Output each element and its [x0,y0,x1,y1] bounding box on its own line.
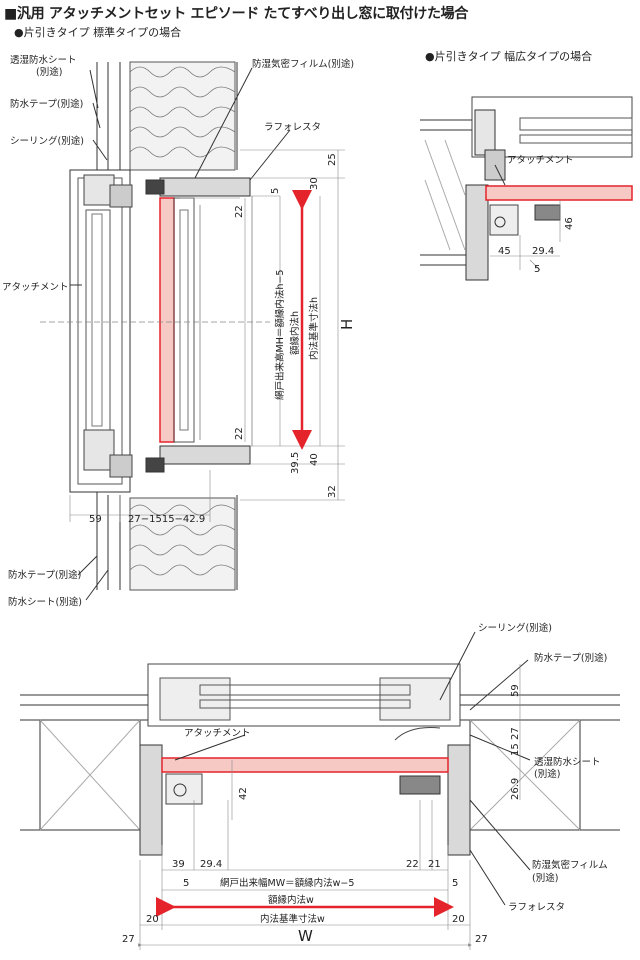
horizontal-section [20,631,620,950]
h-dim-5-left: 5 [183,878,189,889]
label-lath-forester: ラフォレスタ [264,122,321,133]
h-dim-20-right: 20 [452,914,465,925]
h-dim-27-right: 27 [475,934,488,945]
h-dim-5-right: 5 [452,878,458,889]
text-inner-std-w: 内法基準寸法w [260,913,325,925]
wide-label-attachment: アタッチメント [507,155,574,166]
h-label-lath-forester: ラフォレスタ [508,902,565,913]
h-dim-42: 42 [238,787,249,800]
label-airtight-film: 防湿気密フィルム(別途) [252,58,354,70]
label-attachment: アタッチメント [2,282,69,293]
h-dim-27-left: 27 [122,934,135,945]
h-dim-27: 27 [510,727,521,740]
wide-dim-46: 46 [564,217,575,230]
label-waterproof-tape: 防水テープ(別途) [10,98,83,110]
h-label-waterproof-tape: 防水テープ(別途) [534,652,607,664]
h-dim-39: 39 [172,859,185,870]
dim-22-bottom: 22 [234,427,245,440]
dim-39-5: 39.5 [290,452,301,474]
h-dim-26-9: 26.9 [510,778,521,800]
dim-32: 32 [327,485,338,498]
h-label-attachment: アタッチメント [184,728,251,739]
dim-40: 40 [309,453,320,466]
dim-22-top: 22 [234,205,245,218]
h-dim-22: 22 [406,859,419,870]
text-net-height: 網戸出来高MH＝額縁内法h−5 [274,270,286,400]
dim-59: 59 [89,514,102,525]
subtitle-wide: ●片引きタイプ 幅広タイプの場合 [425,50,593,63]
label-waterproof-tape-bottom: 防水テープ(別途) [8,569,81,581]
h-label-sealing: シーリング(別途) [478,622,552,634]
subtitle-standard: ●片引きタイプ 標準タイプの場合 [14,26,182,39]
label-moisture-sheet-note: (別途) [36,66,62,78]
h-label-moisture-sheet-note: (別途) [534,768,560,780]
wide-dim-5: 5 [534,264,540,275]
h-dim-15: 15 [510,743,521,756]
h-dim-20-left: 20 [146,914,159,925]
page-title: ■汎用 アタッチメントセット エピソード たてすべり出し窓に取付けた場合 [4,6,469,22]
text-H: H [338,319,356,330]
text-net-width: 網戸出来幅MW＝額縁内法w−5 [220,877,354,889]
dim-25: 25 [327,153,338,166]
label-moisture-sheet: 透湿防水シート [10,54,77,66]
wide-dim-45: 45 [498,246,511,257]
vertical-section [40,61,345,601]
dim-30: 30 [309,177,320,190]
wide-section [420,96,633,281]
text-frame-inner-h: 額縁内法h [289,311,301,355]
h-label-moisture-sheet: 透湿防水シート [534,756,601,768]
h-label-airtight-film-note: (別途) [532,872,558,884]
label-waterproof-sheet-bottom: 防水シート(別途) [8,596,82,608]
dim-27-15-15-42-9: 27−1515−42.9 [128,514,205,525]
h-label-airtight-film: 防湿気密フィルム [532,859,608,871]
text-inner-std-h: 内法基準寸法h [308,297,320,360]
h-dim-59: 59 [510,684,521,697]
text-frame-inner-w: 額縁内法w [268,894,314,906]
dim-5: 5 [270,188,281,194]
h-dim-29-4: 29.4 [200,859,222,870]
wide-dim-29-4: 29.4 [532,246,554,257]
text-W: W [298,927,313,945]
h-dim-21: 21 [428,859,441,870]
label-sealing: シーリング(別途) [10,135,84,147]
